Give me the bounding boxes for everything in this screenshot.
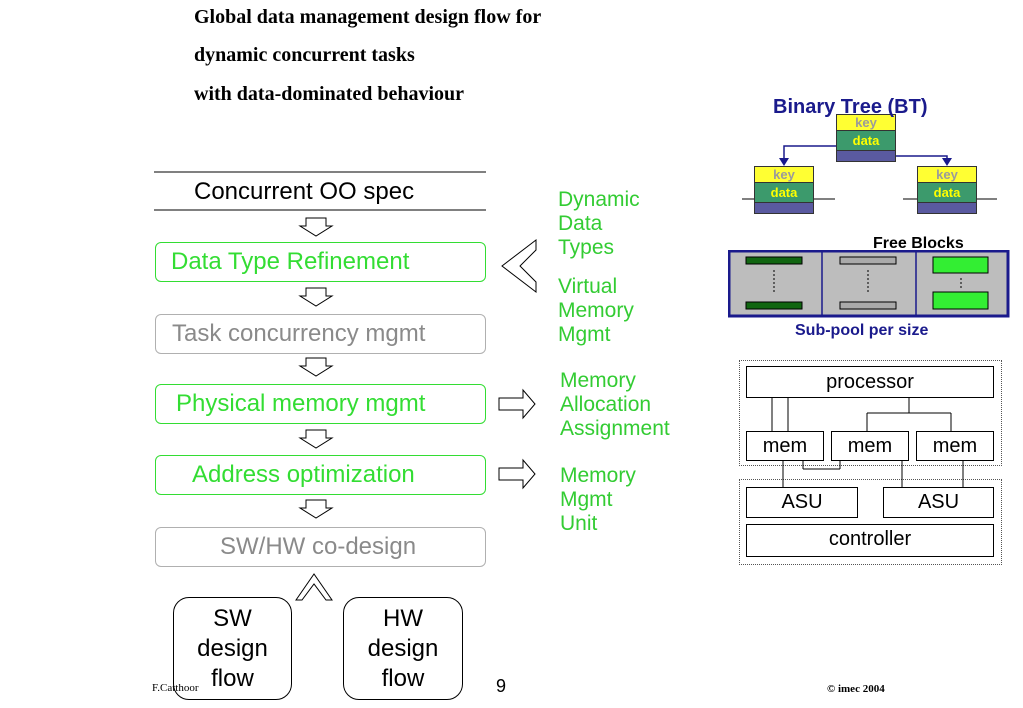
note-memory-mgmt-unit: Memory Mgmt Unit (560, 464, 636, 535)
sw-design-flow: SW design flow (173, 597, 292, 700)
bt-left-node: key data (754, 166, 814, 214)
asu-group (739, 479, 1002, 565)
processor-box: processor (746, 366, 994, 398)
down-arrow-icon (298, 499, 334, 519)
copyright: © imec 2004 (827, 683, 885, 695)
split-arrow-icon (295, 573, 333, 601)
footer-author: F.Catthoor (152, 682, 199, 694)
bt-key: key (754, 166, 814, 183)
bt-data: data (754, 183, 814, 202)
spec-label: Concurrent OO spec (194, 178, 415, 205)
step-address-optimization: Address optimization (155, 455, 486, 495)
bt-title: Binary Tree (BT) (773, 96, 928, 118)
bt-data: data (836, 131, 896, 150)
step-task-concurrency: Task concurrency mgmt (155, 314, 486, 354)
bt-root-node: key data (836, 114, 896, 162)
hw-design-flow: HW design flow (343, 597, 463, 700)
note-virtual-memory-mgmt: Virtual Memory Mgmt (558, 275, 634, 346)
step-sw-hw-codesign: SW/HW co-design (155, 527, 486, 567)
title-line-2: dynamic concurrent tasks (194, 44, 415, 66)
right-arrow-icon (498, 458, 536, 490)
down-arrow-icon (298, 357, 334, 377)
asu-box: ASU (746, 487, 858, 518)
bt-right-node: key data (917, 166, 977, 214)
title-line-3: with data-dominated behaviour (194, 83, 465, 105)
asu-box: ASU (883, 487, 994, 518)
mem-box: mem (746, 431, 824, 461)
right-arrow-icon (498, 388, 536, 420)
down-arrow-icon (298, 429, 334, 449)
note-memory-allocation: Memory Allocation Assignment (560, 369, 670, 440)
down-arrow-icon (298, 217, 334, 237)
mem-box: mem (916, 431, 994, 461)
note-dynamic-data-types: Dynamic Data Types (558, 188, 640, 259)
bt-data: data (917, 183, 977, 202)
subpool-label: Sub-pool per size (795, 322, 929, 339)
bt-key: key (917, 166, 977, 183)
mem-box: mem (831, 431, 909, 461)
title-line-1: Global data management design flow for (194, 6, 542, 28)
controller-box: controller (746, 524, 994, 557)
free-blocks-label: Free Blocks (873, 235, 964, 252)
page-number: 9 (496, 676, 507, 696)
step-data-type-refinement: Data Type Refinement (155, 242, 486, 282)
down-arrow-icon (298, 287, 334, 307)
step-physical-memory: Physical memory mgmt (155, 384, 486, 424)
double-arrow-icon (501, 238, 537, 294)
processor-group (739, 360, 1002, 466)
bt-key: key (836, 114, 896, 131)
subpool-diagram (728, 250, 1010, 318)
